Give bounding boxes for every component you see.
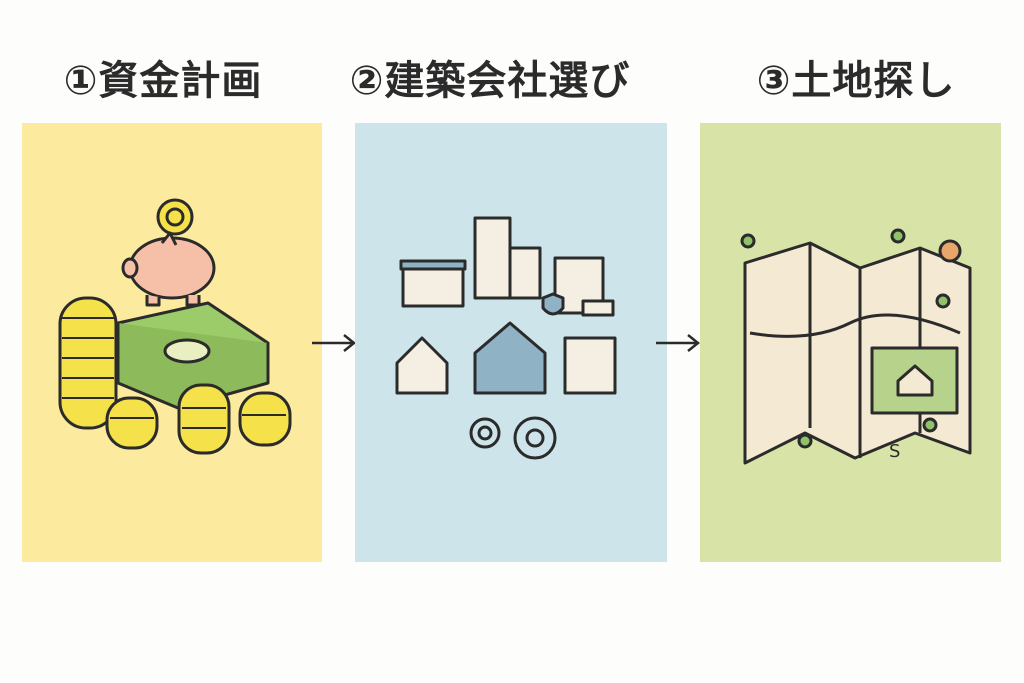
step-1-title: ①資金計画 [63,58,263,104]
step-3-panel: S [700,123,1001,562]
step-2-panel [355,123,667,562]
step-2-title: ②建築会社選び [349,58,631,104]
arrow-right-icon [310,332,358,358]
map-label: S [889,441,901,462]
step-1-panel [22,123,322,562]
buildings-gears-icon [395,216,617,460]
folded-map-house-icon [740,228,972,465]
piggy-bank-coins-money-icon [58,198,292,455]
arrow-right-icon [654,332,702,358]
step-3-title: ③土地探し [756,58,956,104]
